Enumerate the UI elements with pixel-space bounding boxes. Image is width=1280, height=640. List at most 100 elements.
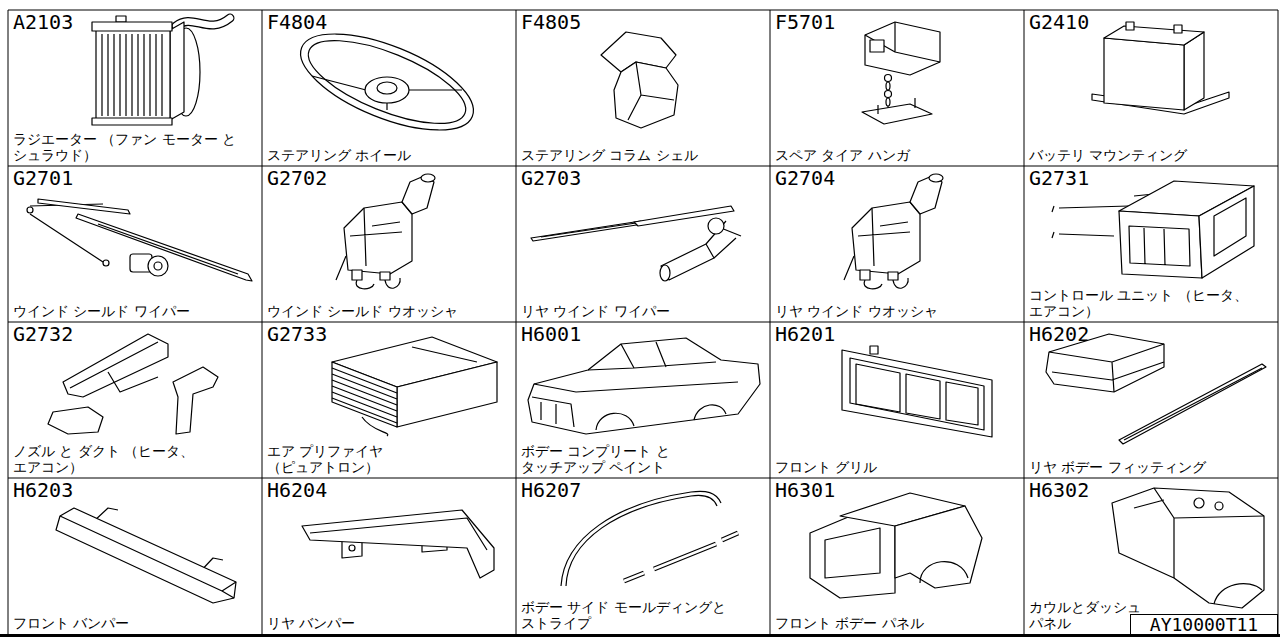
part-code: G2410	[1029, 11, 1089, 33]
part-name: フロント ボデー パネル	[775, 615, 1019, 631]
grid-lines	[8, 10, 1278, 478]
rear-bumper-drawing	[302, 510, 494, 578]
radiator-drawing	[170, 22, 184, 120]
cowl-panel-drawing	[1112, 488, 1264, 608]
wiper-drawing	[27, 199, 252, 281]
cowl-panel-drawing	[1112, 488, 1264, 608]
grille-drawing	[842, 346, 992, 437]
air-purifier-drawing	[332, 337, 497, 436]
part-name: リヤ バンパー	[267, 615, 511, 631]
tire-hanger-drawing	[878, 98, 915, 114]
part-name: ウインド シールド ワイパー	[13, 303, 257, 319]
battery-drawing	[1104, 26, 1204, 45]
cowl-panel-drawing	[1134, 488, 1264, 604]
part-code: H6203	[13, 479, 73, 501]
car-body-drawing	[528, 338, 760, 434]
rear-wiper-drawing	[531, 206, 741, 281]
part-name: ウインド シールド ウオッシャ	[267, 303, 511, 319]
part-code: H6207	[521, 479, 581, 501]
part-name: フロント バンパー	[13, 615, 257, 631]
catalog-cell: F4804ステアリング ホイール	[262, 10, 516, 166]
steering-wheel-drawing	[288, 14, 486, 150]
wiper-drawing	[38, 199, 130, 214]
part-code: G2731	[1029, 167, 1089, 189]
grille-drawing	[850, 358, 984, 430]
rear-body-drawing	[1046, 334, 1266, 444]
cowl-panel-drawing	[1194, 498, 1204, 508]
catalog-cell: G2733 エア プリファイヤ （ピュアトロン）	[262, 322, 516, 478]
front-bumper-drawing	[56, 508, 236, 603]
part-name: ステアリング ホイール	[267, 147, 511, 163]
wiper-drawing	[76, 214, 252, 281]
part-name: バッテリ マウンティング	[1029, 147, 1273, 163]
rear-wiper-drawing	[531, 221, 643, 241]
catalog-cell: H6203 フロント バンパー	[8, 478, 262, 634]
steering-wheel-drawing	[377, 82, 397, 94]
rear-bumper-drawing	[349, 545, 355, 551]
part-name: リヤ ウインド ウオッシャ	[775, 303, 1019, 319]
duct-drawing	[48, 334, 218, 434]
part-code: H6202	[1029, 323, 1089, 345]
part-name: エア プリファイヤ （ピュアトロン）	[267, 443, 447, 475]
front-panel-drawing	[810, 493, 982, 598]
column-shell-drawing	[614, 62, 678, 128]
part-code: G2733	[267, 323, 327, 345]
catalog-cell: H6201フロント グリル	[770, 322, 1024, 478]
part-code: H6301	[775, 479, 835, 501]
catalog-cell: F5701スペア タイア ハンガ	[770, 10, 1024, 166]
air-purifier-drawing	[332, 368, 397, 423]
control-unit-drawing	[1214, 198, 1246, 256]
catalog-cell: G2410 バッテリ マウンティング	[1024, 10, 1278, 166]
tire-hanger-drawing	[865, 22, 940, 62]
part-name: ノズル と ダクト （ヒータ、エアコン）	[13, 443, 213, 475]
radiator-drawing	[92, 16, 230, 125]
car-body-drawing	[596, 405, 726, 430]
part-name: フロント グリル	[775, 459, 1019, 475]
duct-drawing	[63, 334, 168, 397]
catalog-cell: H6302カウルとダッシュ パネル	[1024, 478, 1278, 634]
steering-wheel-drawing	[288, 14, 486, 150]
catalog-cell: G2703リヤ ウインド ワイパー	[516, 166, 770, 322]
part-name: リヤ ウインド ワイパー	[521, 303, 765, 319]
rear-wiper-drawing	[541, 223, 636, 237]
part-code: F4805	[521, 11, 581, 33]
tire-hanger-drawing	[862, 22, 940, 124]
car-body-drawing	[534, 342, 738, 392]
rear-wiper-drawing	[708, 218, 724, 234]
catalog-cell: G2732ノズル と ダクト （ヒータ、エアコン）	[8, 322, 262, 478]
tire-hanger-drawing	[886, 82, 890, 90]
air-purifier-drawing	[397, 362, 497, 427]
radiator-drawing	[102, 34, 162, 116]
front-panel-drawing	[895, 506, 982, 588]
radiator-drawing	[96, 30, 170, 120]
part-name: コントロール ユニット （ヒータ、エアコン）	[1029, 287, 1273, 319]
rear-bumper-drawing	[302, 510, 494, 578]
grille-drawing	[842, 350, 992, 437]
rear-wiper-drawing	[660, 265, 670, 281]
tire-hanger-drawing	[886, 98, 890, 106]
tire-hanger-drawing	[862, 104, 932, 124]
front-bumper-drawing	[60, 516, 236, 598]
wiper-drawing	[27, 207, 33, 213]
catalog-cell: H6001ボデー コンプリート と タッチアップ ペイント	[516, 322, 770, 478]
wiper-drawing	[148, 256, 168, 276]
grid-lines	[0, 10, 1280, 636]
battery-drawing	[1104, 38, 1184, 110]
rear-body-drawing	[1124, 368, 1262, 440]
steering-wheel-drawing	[365, 77, 409, 103]
catalog-cell: H6204リヤ バンパー	[262, 478, 516, 634]
catalog-cell: G2731 コントロール ユニット （ヒータ、エアコン）	[1024, 166, 1278, 322]
grille-drawing	[870, 346, 878, 354]
control-unit-drawing	[1119, 211, 1202, 278]
column-shell-drawing	[628, 62, 674, 120]
grid-lines	[8, 10, 1278, 634]
part-code: G2702	[267, 167, 327, 189]
wiper-drawing	[103, 260, 109, 266]
steering-wheel-drawing	[288, 14, 486, 150]
control-unit-drawing	[1199, 186, 1254, 278]
radiator-drawing	[92, 118, 172, 125]
air-purifier-drawing	[362, 347, 477, 436]
moulding-drawing	[624, 533, 738, 581]
